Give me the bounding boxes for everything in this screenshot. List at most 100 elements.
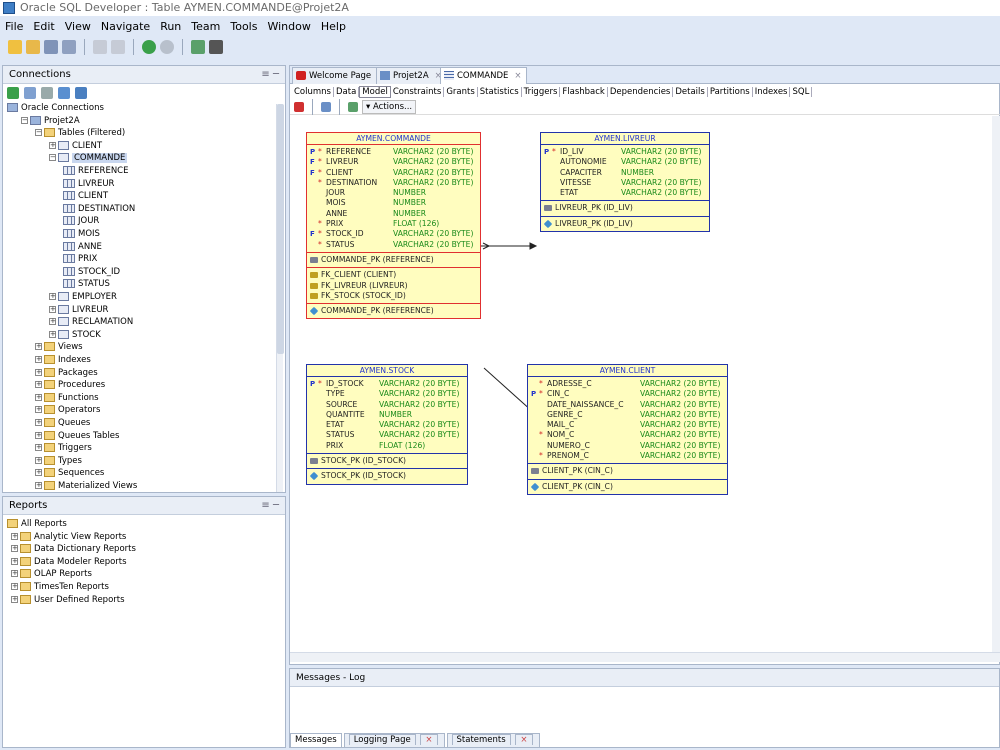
forward-icon[interactable]	[160, 40, 174, 54]
menu-team[interactable]: Team	[191, 20, 221, 33]
expand-icon[interactable]: +	[35, 418, 42, 426]
menu-file[interactable]: File	[5, 20, 24, 33]
collapse-icon[interactable]: −	[21, 115, 28, 124]
expand-icon[interactable]: +	[35, 443, 42, 452]
canvas-vertical-scrollbar[interactable]	[992, 116, 1000, 652]
tab-projet2a[interactable]: Projet2A×	[376, 67, 447, 84]
expand-icon[interactable]: +	[49, 317, 56, 326]
tree-node[interactable]: +Sequences	[35, 467, 104, 479]
foreign-key-row[interactable]: FK_STOCK (STOCK_ID)	[307, 291, 480, 301]
tree-node[interactable]: +Indexes	[35, 354, 91, 366]
tree-node[interactable]: +Queues	[35, 417, 90, 429]
tree-node[interactable]: +Views	[35, 341, 83, 353]
subtab-triggers[interactable]: Triggers	[521, 87, 561, 97]
expand-icon[interactable]: +	[35, 392, 42, 401]
pin-icon[interactable]	[294, 101, 304, 112]
filter-icon[interactable]	[41, 87, 53, 99]
tree-node[interactable]: −Projet2A	[21, 115, 80, 127]
add-connection-icon[interactable]	[7, 87, 19, 99]
expand-icon[interactable]: +	[11, 569, 18, 578]
expand-icon[interactable]: +	[49, 292, 56, 300]
tree-node[interactable]: +Materialized Views	[35, 480, 137, 492]
expand-icon[interactable]: +	[49, 140, 56, 149]
subtab-columns[interactable]: Columns	[292, 87, 334, 97]
tree-node[interactable]: PRIX	[63, 253, 97, 265]
report-node[interactable]: +Data Dictionary Reports	[11, 543, 136, 555]
tab-welcome-page[interactable]: Welcome Page×	[292, 67, 390, 84]
tree-node[interactable]: CLIENT	[63, 190, 108, 202]
save-icon[interactable]	[44, 40, 58, 54]
tree-node[interactable]: JOUR	[63, 215, 99, 227]
subtab-data[interactable]: Data	[333, 87, 360, 97]
subtab-partitions[interactable]: Partitions	[707, 87, 753, 97]
expand-icon[interactable]: +	[11, 544, 18, 553]
subtab-grants[interactable]: Grants	[444, 87, 478, 97]
tree-node[interactable]: +Operators	[35, 404, 100, 416]
menu-help[interactable]: Help	[320, 20, 346, 33]
primary-key-row[interactable]: STOCK_PK (ID_STOCK)	[307, 456, 467, 466]
menu-run[interactable]: Run	[160, 20, 182, 33]
tree-node[interactable]: REFERENCE	[63, 165, 128, 177]
tree-node[interactable]: −Tables (Filtered)	[35, 127, 125, 139]
menu-window[interactable]: Window	[267, 20, 311, 33]
unique-key-row[interactable]: STOCK_PK (ID_STOCK)	[307, 471, 467, 481]
menu-view[interactable]: View	[64, 20, 91, 33]
collapse-icon[interactable]: −	[49, 153, 56, 162]
redo-icon[interactable]	[111, 40, 125, 54]
tree-node[interactable]: Oracle Connections	[7, 102, 104, 114]
subtab-dependencies[interactable]: Dependencies	[607, 87, 674, 97]
tree-node[interactable]: +RECLAMATION	[49, 316, 133, 328]
expand-icon[interactable]: +	[11, 582, 18, 590]
collapse-icon[interactable]: −	[35, 128, 42, 137]
close-icon[interactable]: ×	[515, 734, 533, 745]
tree-node[interactable]: +Packages	[35, 367, 98, 379]
tree-node[interactable]: −COMMANDE	[49, 152, 128, 164]
expand-icon[interactable]: +	[35, 367, 42, 376]
unique-key-row[interactable]: LIVREUR_PK (ID_LIV)	[541, 219, 709, 229]
new-icon[interactable]	[8, 40, 22, 54]
subtab-indexes[interactable]: Indexes	[752, 87, 791, 97]
report-node[interactable]: +User Defined Reports	[11, 594, 125, 606]
collapse-icon[interactable]	[75, 87, 87, 99]
schema-browser-icon[interactable]	[58, 87, 70, 99]
tree-node[interactable]: STATUS	[63, 278, 110, 290]
refresh-icon[interactable]	[321, 101, 331, 112]
expand-icon[interactable]: +	[11, 556, 18, 565]
foreign-key-row[interactable]: FK_LIVREUR (LIVREUR)	[307, 281, 480, 291]
tab-statements[interactable]: Statements ×	[446, 733, 540, 747]
subtab-statistics[interactable]: Statistics	[477, 87, 522, 97]
report-node[interactable]: +TimesTen Reports	[11, 581, 109, 593]
tree-node[interactable]: +CLIENT	[49, 140, 102, 152]
connections-scrollbar[interactable]	[276, 104, 284, 492]
tab-logging-page[interactable]: Logging Page ×	[343, 733, 445, 747]
primary-key-row[interactable]: LIVREUR_PK (ID_LIV)	[541, 203, 709, 213]
expand-icon[interactable]: +	[35, 405, 42, 414]
tree-node[interactable]: DESTINATION	[63, 203, 135, 215]
open-folder-icon[interactable]	[26, 40, 40, 54]
tree-node[interactable]: ANNE	[63, 241, 102, 253]
expand-icon[interactable]: +	[49, 329, 56, 338]
unique-key-row[interactable]: CLIENT_PK (CIN_C)	[528, 482, 727, 492]
close-icon[interactable]: ×	[514, 71, 522, 81]
